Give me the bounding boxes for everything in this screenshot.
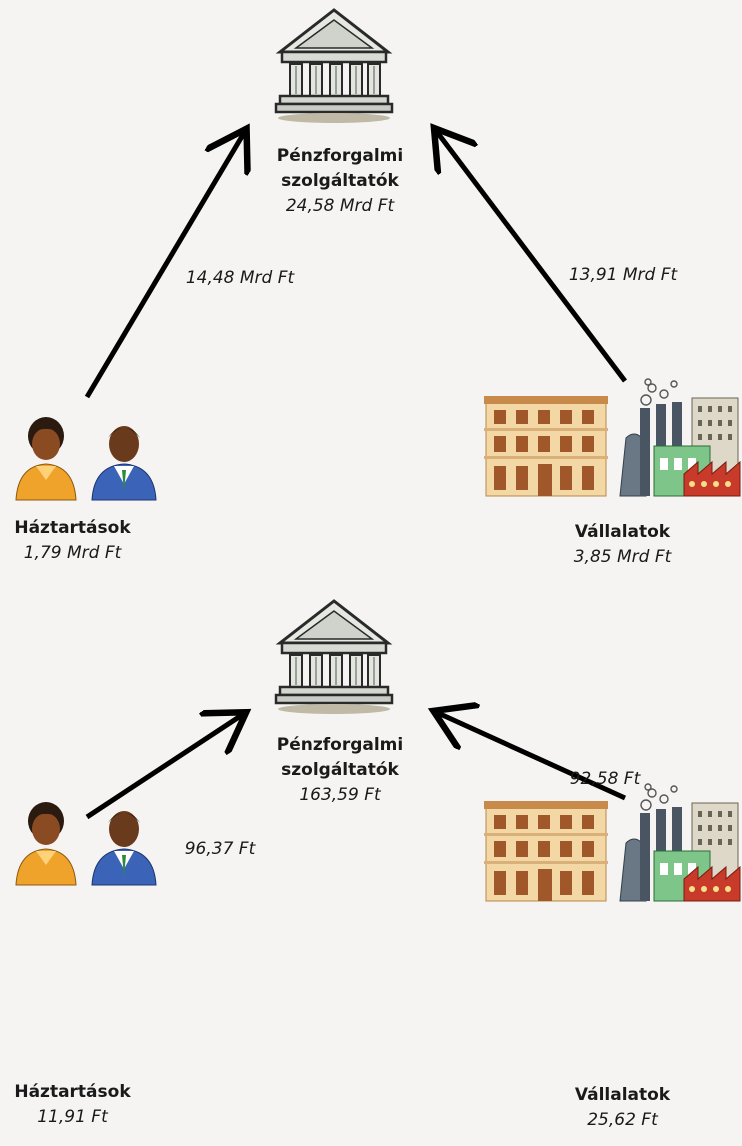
arrow-companies-to-bank <box>437 132 627 383</box>
flow-label-households: 14,48 Mrd Ft <box>185 268 295 288</box>
bank-icon <box>272 6 396 126</box>
bank-icon <box>272 597 396 717</box>
households-name: Háztartások <box>14 1082 131 1102</box>
households-value: 1,79 Mrd Ft <box>23 543 122 563</box>
companies-name: Vállalatok <box>574 522 671 542</box>
flow-label-companies: 13,91 Mrd Ft <box>568 265 678 285</box>
households-name: Háztartások <box>14 518 131 538</box>
flow-arrows <box>84 0 627 399</box>
bank-value: 163,59 Ft <box>299 785 381 805</box>
households-label: Háztartások 1,79 Mrd Ft <box>0 516 145 566</box>
households-label: Háztartások 11,91 Ft <box>0 1080 145 1130</box>
arrow-companies-to-bank <box>438 713 627 801</box>
companies-label: Vállalatok 25,62 Ft <box>535 1083 710 1133</box>
bank-name-line1: Pénzforgalmi <box>276 735 404 755</box>
flow-arrows <box>85 573 627 820</box>
flow-diagram-bottom: Pénzforgalmi szolgáltatók 163,59 Ft 96,3… <box>0 573 742 1146</box>
companies-value: 25,62 Ft <box>587 1110 658 1130</box>
companies-name: Vállalatok <box>574 1085 671 1105</box>
bank-name-line2: szolgáltatók <box>281 760 399 780</box>
bank-name-line2: szolgáltatók <box>281 171 399 191</box>
flow-label-companies: 92,58 Ft <box>569 769 641 789</box>
households-value: 11,91 Ft <box>37 1107 108 1127</box>
buildings-factory-icon <box>478 783 742 905</box>
bank-label: Pénzforgalmi szolgáltatók 24,58 Mrd Ft <box>250 144 430 219</box>
buildings-factory-icon <box>478 378 742 500</box>
arrow-households-to-bank <box>85 715 242 820</box>
people-icon <box>10 414 160 504</box>
flow-diagram-top: Pénzforgalmi szolgáltatók 24,58 Mrd Ft 1… <box>0 0 742 570</box>
bank-name-line1: Pénzforgalmi <box>276 146 404 166</box>
companies-value: 3,85 Mrd Ft <box>573 547 672 567</box>
bank-value: 24,58 Mrd Ft <box>285 196 395 216</box>
arrow-households-to-bank <box>84 133 244 399</box>
bank-label: Pénzforgalmi szolgáltatók 163,59 Ft <box>250 733 430 808</box>
people-icon <box>10 799 160 889</box>
companies-label: Vállalatok 3,85 Mrd Ft <box>535 520 710 570</box>
flow-label-households: 96,37 Ft <box>184 839 256 859</box>
